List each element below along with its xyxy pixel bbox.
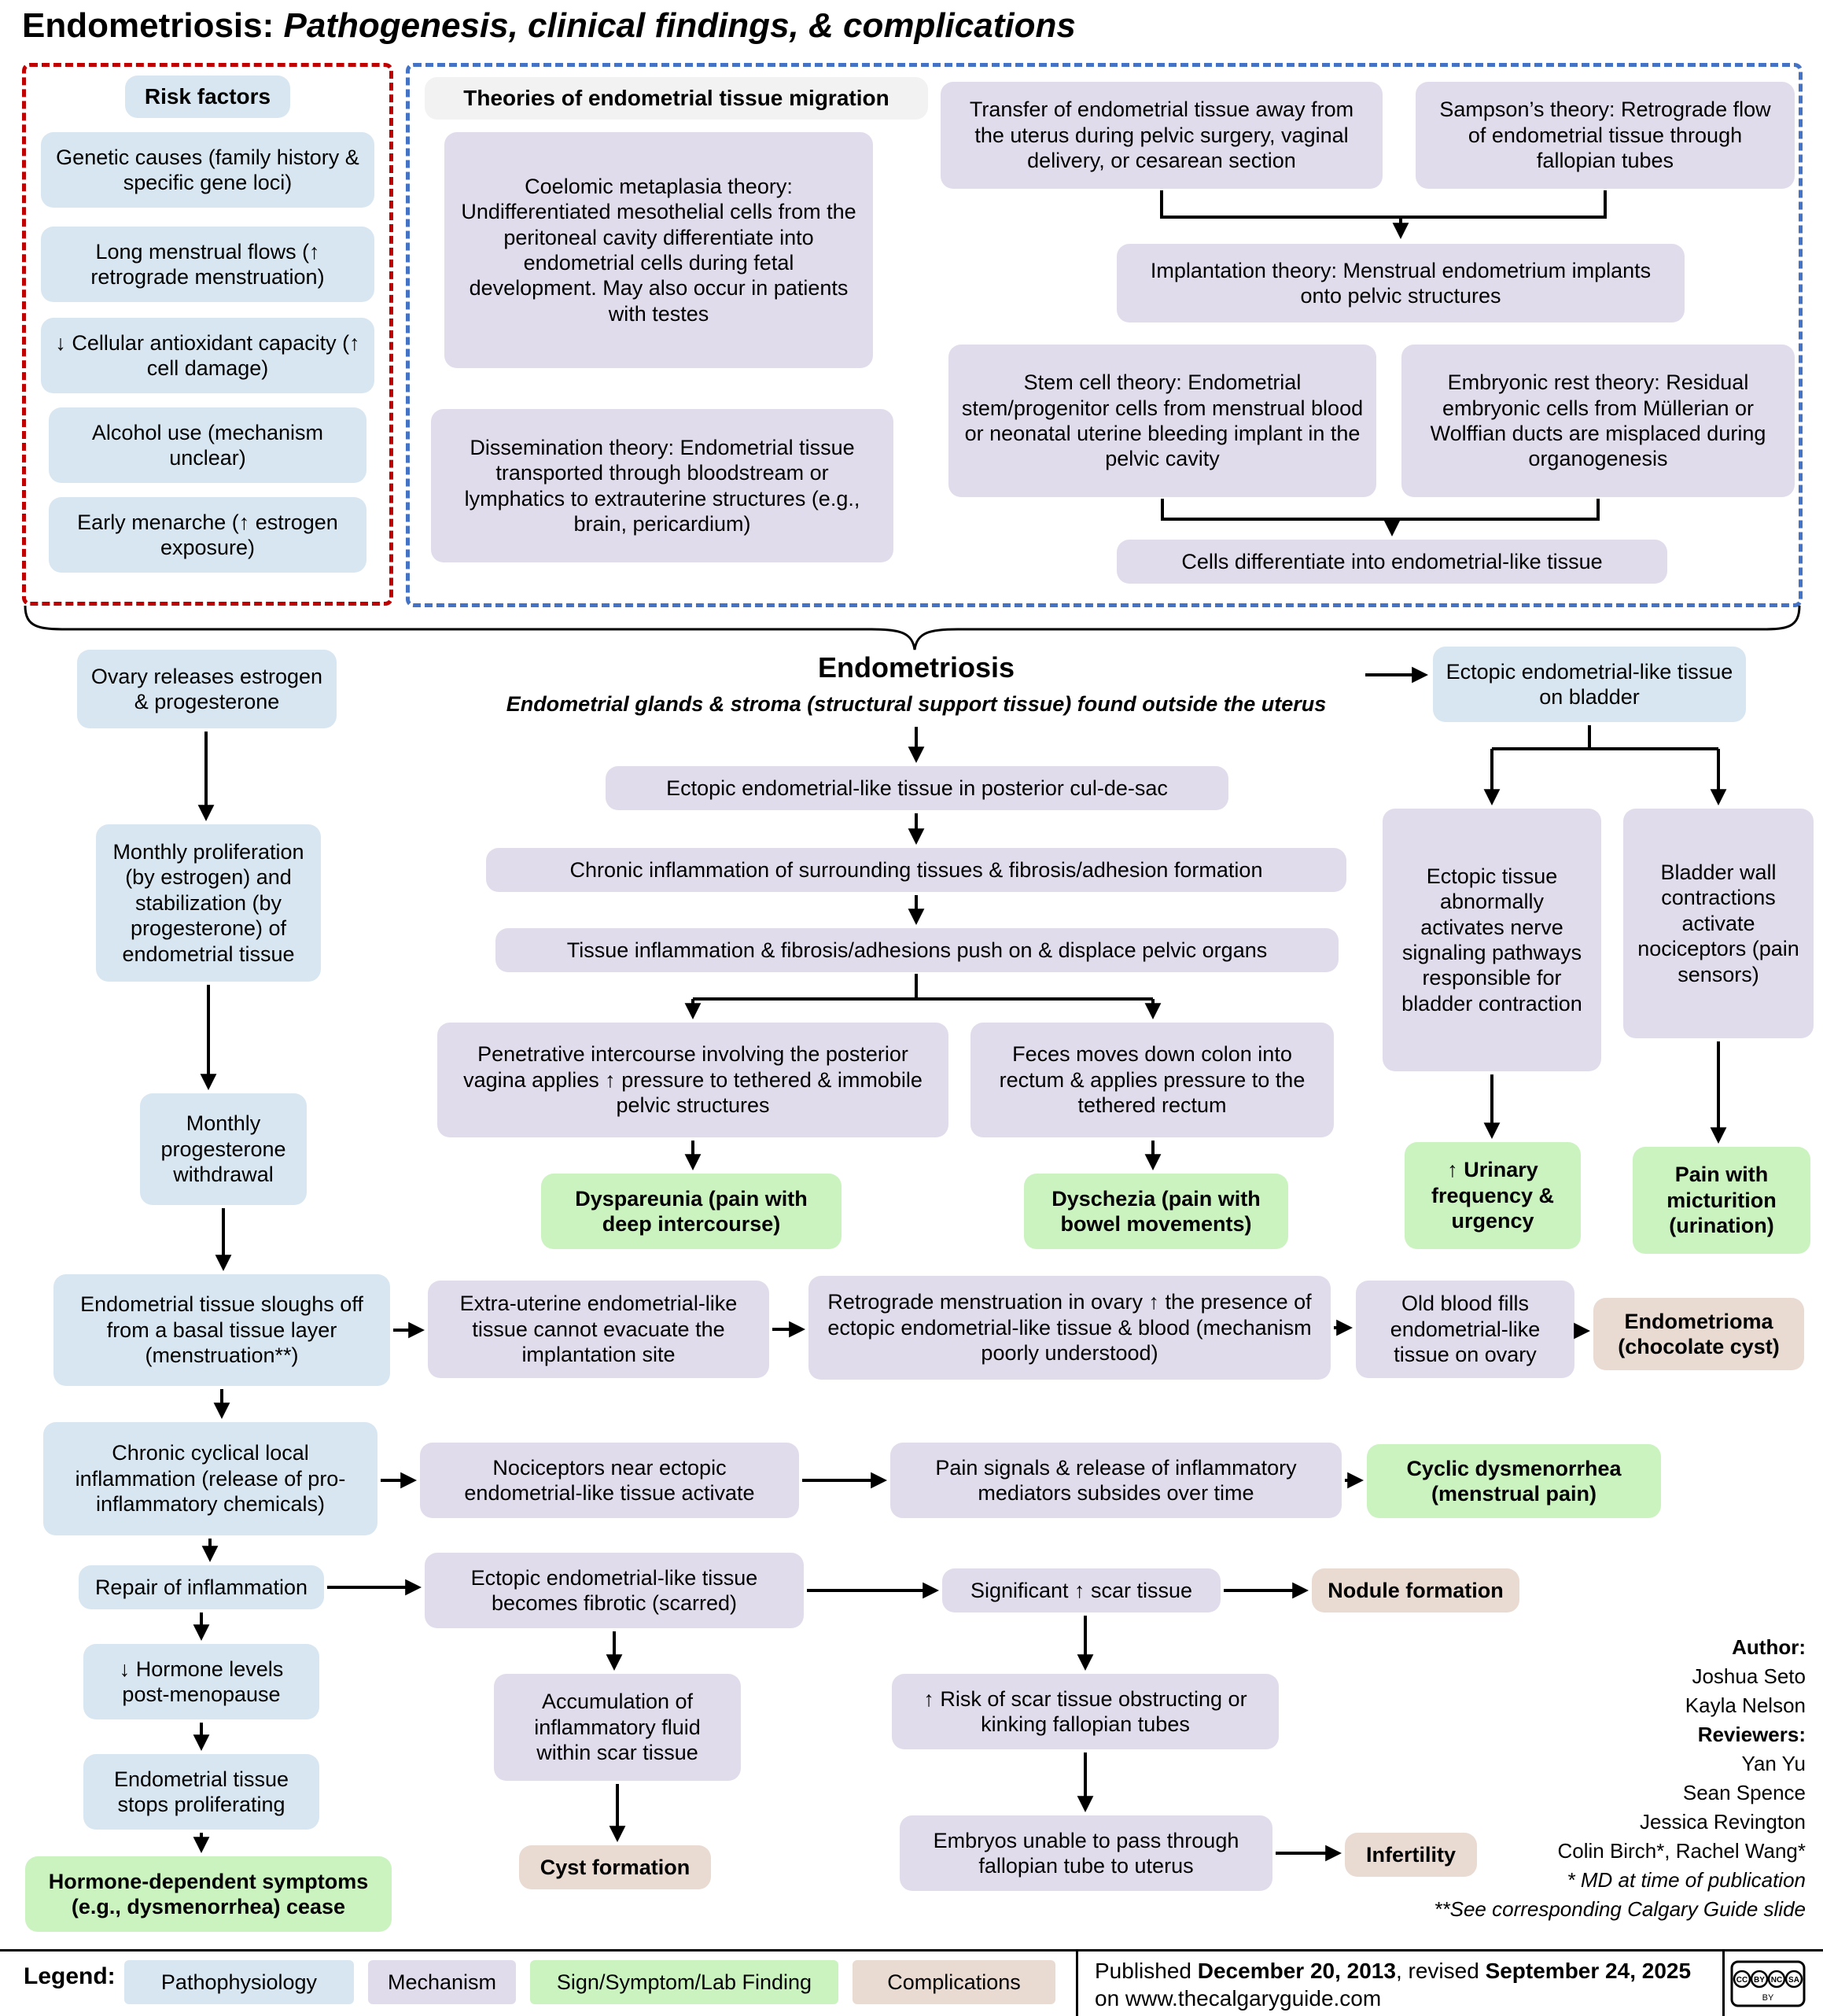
theory-coelomic: Coelomic metaplasia theory: Undifferenti…	[444, 132, 873, 368]
page-title-lead: Endometriosis:	[22, 6, 274, 45]
node-tissue-stops: Endometrial tissue stops proliferating	[83, 1754, 319, 1830]
legend-pathophysiology: Pathophysiology	[124, 1960, 354, 2004]
page-title: Endometriosis: Pathogenesis, clinical fi…	[22, 6, 1076, 46]
node-embryos-blocked: Embryos unable to pass through fallopian…	[900, 1815, 1272, 1891]
reviewer-name: Jessica Revington	[1640, 1810, 1806, 1834]
credits-block: Author: Joshua Seto Kayla Nelson Reviewe…	[1428, 1633, 1806, 1924]
node-dyschezia: Dyschezia (pain with bowel movements)	[1024, 1174, 1288, 1249]
endometriosis-subheading: Endometrial glands & stroma (structural …	[506, 692, 1327, 716]
legend-divider	[1722, 1952, 1725, 2016]
published-note: Published December 20, 2013, revised Sep…	[1095, 1957, 1708, 2012]
svg-text:SA: SA	[1788, 1976, 1799, 1985]
node-progesterone-withdrawal: Monthly progesterone withdrawal	[140, 1093, 307, 1205]
theory-sampson: Sampson’s theory: Retrograde flow of end…	[1416, 82, 1795, 189]
node-tissue-sloughs: Endometrial tissue sloughs off from a ba…	[53, 1274, 390, 1386]
theories-panel	[406, 63, 1803, 607]
theory-differentiate: Cells differentiate into endometrial-lik…	[1117, 540, 1667, 584]
svg-text:BY: BY	[1754, 1976, 1765, 1985]
theory-dissemination: Dissemination theory: Endometrial tissue…	[431, 409, 893, 562]
svg-text:NC: NC	[1771, 1976, 1782, 1985]
svg-text:CC: CC	[1736, 1976, 1748, 1985]
node-culdesac: Ectopic endometrial-like tissue in poste…	[606, 766, 1228, 810]
theory-implantation: Implantation theory: Menstrual endometri…	[1117, 244, 1685, 322]
theory-stem-cell: Stem cell theory: Endometrial stem/proge…	[948, 345, 1376, 497]
theory-transfer: Transfer of endometrial tissue away from…	[941, 82, 1383, 189]
risk-item-menarche: Early menarche (↑ estrogen exposure)	[49, 497, 366, 573]
legend-bar	[0, 1949, 1823, 2016]
node-micturition-pain: Pain with micturition (urination)	[1633, 1147, 1810, 1254]
node-ovary-releases: Ovary releases estrogen & progesterone	[77, 650, 337, 728]
node-dyspareunia: Dyspareunia (pain with deep intercourse)	[541, 1174, 842, 1249]
node-endometrioma: Endometrioma (chocolate cyst)	[1593, 1298, 1804, 1370]
legend-label: Legend:	[24, 1963, 116, 1989]
node-feces-pressure: Feces moves down colon into rectum & app…	[970, 1023, 1334, 1137]
node-infertility: Infertility	[1345, 1833, 1477, 1877]
legend-sign-symptom: Sign/Symptom/Lab Finding	[530, 1960, 838, 2004]
theories-header: Theories of endometrial tissue migration	[425, 77, 928, 120]
node-urinary-frequency: ↑ Urinary frequency & urgency	[1405, 1142, 1581, 1249]
author-name: Joshua Seto	[1692, 1664, 1806, 1688]
svg-text:BY: BY	[1762, 1993, 1774, 2003]
node-monthly-proliferation: Monthly proliferation (by estrogen) and …	[96, 824, 321, 982]
node-old-blood: Old blood fills endometrial-like tissue …	[1356, 1281, 1574, 1378]
published-text: Published	[1095, 1959, 1198, 1983]
reviewers-label: Reviewers:	[1697, 1723, 1806, 1746]
published-text: , revised	[1395, 1959, 1486, 1983]
node-scar-tissue: Significant ↑ scar tissue	[942, 1568, 1221, 1612]
endometriosis-heading: Endometriosis	[817, 651, 1015, 684]
author-name: Kayla Nelson	[1685, 1694, 1806, 1717]
node-bladder-ectopic: Ectopic endometrial-like tissue on bladd…	[1433, 647, 1746, 722]
node-hormone-postmenopause: ↓ Hormone levels post-menopause	[83, 1644, 319, 1719]
risk-factors-header: Risk factors	[125, 76, 290, 118]
risk-item-genetic: Genetic causes (family history & specifi…	[41, 132, 374, 208]
node-nociceptors-activate: Nociceptors near ectopic endometrial-lik…	[420, 1443, 799, 1518]
legend-mechanism: Mechanism	[368, 1960, 516, 2004]
cc-by-nc-sa-icon: CC BY NC SA BY	[1730, 1960, 1806, 2007]
risk-item-alcohol: Alcohol use (mechanism unclear)	[49, 407, 366, 483]
page-title-tail: Pathogenesis, clinical findings, & compl…	[274, 6, 1076, 45]
legend-divider	[1076, 1952, 1078, 2016]
legend-complications: Complications	[853, 1960, 1055, 2004]
reviewer-name: Colin Birch*, Rachel Wang*	[1557, 1839, 1806, 1863]
node-inflammatory-fluid: Accumulation of inflammatory fluid withi…	[494, 1674, 741, 1781]
node-bladder-contractions: Bladder wall contractions activate nocic…	[1623, 809, 1814, 1038]
risk-item-menstrual-flows: Long menstrual flows (↑ retrograde menst…	[41, 227, 374, 302]
node-pain-mediators: Pain signals & release of inflammatory m…	[890, 1443, 1342, 1518]
published-date-2: September 24, 2025	[1485, 1959, 1692, 1983]
node-tube-obstruction: ↑ Risk of scar tissue obstructing or kin…	[892, 1674, 1279, 1749]
node-displace-organs: Tissue inflammation & fibrosis/adhesions…	[495, 928, 1339, 972]
node-symptoms-cease: Hormone-dependent symptoms (e.g., dysmen…	[25, 1856, 392, 1932]
node-nerve-signaling: Ectopic tissue abnormally activates nerv…	[1383, 809, 1601, 1071]
node-cyst-formation: Cyst formation	[519, 1845, 711, 1889]
node-nodule-formation: Nodule formation	[1312, 1568, 1519, 1612]
footnote-md: * MD at time of publication	[1567, 1868, 1806, 1892]
footnote-slide: **See corresponding Calgary Guide slide	[1434, 1897, 1806, 1921]
node-retrograde-menstruation: Retrograde menstruation in ovary ↑ the p…	[808, 1276, 1331, 1380]
node-extra-uterine: Extra-uterine endometrial-like tissue ca…	[428, 1281, 769, 1378]
node-repair-inflammation: Repair of inflammation	[79, 1565, 324, 1609]
node-cyclical-inflammation: Chronic cyclical local inflammation (rel…	[43, 1422, 377, 1535]
reviewer-name: Yan Yu	[1741, 1752, 1806, 1775]
node-penetrative-intercourse: Penetrative intercourse involving the po…	[437, 1023, 948, 1137]
theory-embryonic-rest: Embryonic rest theory: Residual embryoni…	[1401, 345, 1795, 497]
node-chronic-inflammation: Chronic inflammation of surrounding tiss…	[486, 848, 1346, 892]
node-cyclic-dysmenorrhea: Cyclic dysmenorrhea (menstrual pain)	[1367, 1444, 1661, 1518]
risk-factors-panel	[22, 63, 393, 606]
risk-item-antioxidant: ↓ Cellular antioxidant capacity (↑ cell …	[41, 318, 374, 393]
published-url: on www.thecalgaryguide.com	[1095, 1986, 1382, 2010]
published-date-1: December 20, 2013	[1197, 1959, 1396, 1983]
node-fibrotic: Ectopic endometrial-like tissue becomes …	[425, 1553, 804, 1628]
author-label: Author:	[1732, 1635, 1806, 1659]
reviewer-name: Sean Spence	[1682, 1781, 1806, 1804]
